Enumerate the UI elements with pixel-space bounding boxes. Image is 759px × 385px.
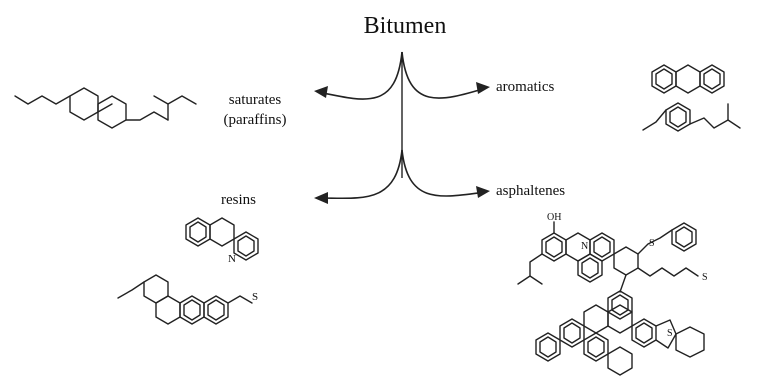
asphaltene-sulfur-atom-2: S xyxy=(702,272,708,283)
saturates-label: saturates xyxy=(229,92,282,108)
arrow-to-saturates xyxy=(317,51,403,100)
arrow-to-resins xyxy=(317,149,403,200)
resins-sulfur-atom: S xyxy=(252,291,258,303)
aromatics-anthracene xyxy=(651,64,725,94)
saturates-molecule xyxy=(14,87,197,129)
arrow-to-asphaltenes xyxy=(401,149,487,197)
aromatics-alkylbenzene xyxy=(642,102,741,132)
asphaltene-sulfur-atom-1: S xyxy=(649,238,655,249)
aromatics-label: aromatics xyxy=(496,79,554,95)
diagram-title: Bitumen xyxy=(364,13,447,39)
asphaltene-sulfur-atom-3: S xyxy=(667,328,673,339)
arrow-to-aromatics xyxy=(401,51,487,99)
asphaltenes-molecule xyxy=(517,221,705,376)
flow-arrows xyxy=(314,51,490,204)
resins-nitrogen-atom: N xyxy=(228,253,236,265)
asphaltenes-label: asphaltenes xyxy=(496,183,565,199)
resins-phenanthrene-thioether xyxy=(117,274,253,325)
resins-label: resins xyxy=(221,192,256,208)
resins-quinoline xyxy=(185,217,259,261)
asphaltene-hydroxyl-label: OH xyxy=(547,212,561,223)
paraffins-label: (paraffins) xyxy=(223,112,286,128)
asphaltene-nitrogen-atom: N xyxy=(581,241,588,252)
